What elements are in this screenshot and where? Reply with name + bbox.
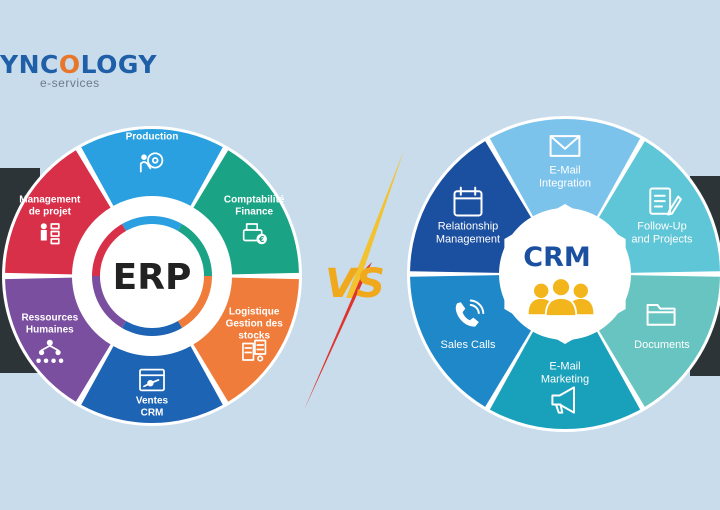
crm-center-label: CRM <box>523 242 590 273</box>
cash-register-icon: € <box>242 223 267 245</box>
erp-label-line: de projet <box>29 207 72 218</box>
checklist-pencil-icon <box>649 187 682 216</box>
erp-segment <box>193 150 299 275</box>
erp-label-line: Production <box>126 132 179 143</box>
crm-label-line: Integration <box>539 177 591 189</box>
crm-segment <box>410 141 532 273</box>
erp-center-label: ERP <box>113 257 192 298</box>
erp-label-line: Finance <box>235 207 273 218</box>
erp-center-ring-arc <box>178 276 212 328</box>
org-chart-icon <box>36 339 64 363</box>
erp-segment-content: Production <box>126 132 179 173</box>
warehouse-icon <box>242 339 267 362</box>
vs-mark: VS <box>304 150 404 410</box>
svg-text:€: € <box>258 235 264 244</box>
crm-segment-content: Documents <box>634 304 690 351</box>
erp-center-ring-arc <box>122 216 182 231</box>
brand-tagline: e-services <box>40 76 100 90</box>
crm-segment <box>598 275 720 407</box>
erp-segment <box>5 150 111 275</box>
erp-center-ring-arc <box>92 276 126 328</box>
crm-label-line: Relationship <box>438 220 499 232</box>
browser-window-icon <box>139 368 165 392</box>
crm-label-line: Management <box>436 233 500 245</box>
erp-label-line: stocks <box>238 331 270 342</box>
crm-label-line: E-Mail <box>549 164 580 176</box>
crm-segment <box>410 275 532 407</box>
erp-segment <box>5 277 111 402</box>
crm-segment-content: Sales Calls <box>440 299 496 351</box>
vs-label: VS <box>325 261 385 307</box>
erp-label-line: Management <box>19 195 81 206</box>
people-group-icon <box>528 277 594 317</box>
vs-bolt-yellow <box>346 150 404 298</box>
envelope-icon <box>549 135 581 157</box>
team-hierarchy-icon <box>40 223 60 245</box>
erp-segment <box>193 277 299 402</box>
brand-logo: YNCOLOGY e-services <box>0 50 170 90</box>
erp-label-line: Humaines <box>26 325 74 336</box>
brand-name: YNCOLOGY <box>0 50 158 79</box>
erp-label-line: CRM <box>141 408 164 419</box>
erp-label-line: Gestion des <box>226 319 284 330</box>
vs-bolt-red <box>304 262 372 410</box>
crm-label-line: Sales Calls <box>440 339 496 351</box>
calendar-icon <box>453 186 483 217</box>
erp-center-ring-arc <box>92 224 126 276</box>
phone-icon <box>455 299 485 327</box>
crm-label-line: and Projects <box>631 233 693 245</box>
crm-label-line: Marketing <box>541 373 589 385</box>
megaphone-icon <box>551 386 575 414</box>
crm-label-line: Follow-Up <box>637 220 687 232</box>
gear-person-icon <box>139 152 164 173</box>
erp-center-disc <box>101 225 203 327</box>
crm-label-line: E-Mail <box>549 360 580 372</box>
erp-label-line: Logistique <box>229 307 280 318</box>
erp-label-line: Comptabilité <box>224 195 285 206</box>
erp-label-line: Ressources <box>21 313 78 324</box>
erp-center-ring-arc <box>178 224 212 276</box>
erp-center-ring-arc <box>122 321 182 336</box>
erp-label-line: Ventes <box>136 396 169 407</box>
folder-icon <box>646 304 676 326</box>
crm-segment <box>489 331 641 429</box>
crm-segment <box>489 118 641 217</box>
crm-label-line: Documents <box>634 339 690 351</box>
